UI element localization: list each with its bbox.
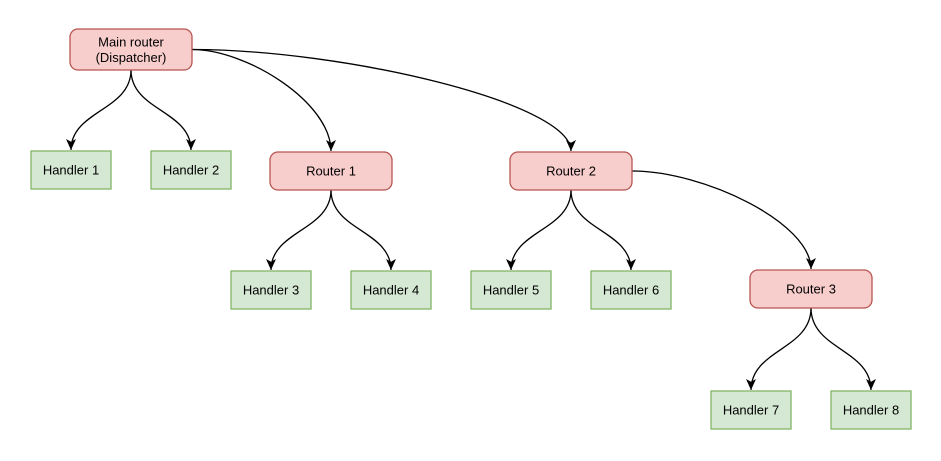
node-label-handler-7: Handler 7 (723, 403, 779, 418)
edge-router-3-to-handler-8 (810, 307, 876, 391)
edges-layer (66, 48, 876, 391)
handler-box[interactable] (150, 150, 232, 190)
handler-box[interactable] (590, 270, 672, 310)
nodes-layer: Main router(Dispatcher) Handler 1 Handler … (30, 28, 912, 430)
node-handler-3[interactable]: Handler 3 (230, 270, 312, 310)
edge-main-router-dispatcher-to-router-1 (191, 48, 336, 152)
node-handler-8[interactable]: Handler 8 (830, 390, 912, 430)
node-label-handler-5: Handler 5 (483, 283, 539, 298)
node-label-handler-1: Handler 1 (43, 163, 99, 178)
router-box[interactable] (269, 151, 393, 191)
handler-box[interactable] (830, 390, 912, 430)
node-label-handler-3: Handler 3 (243, 283, 299, 298)
node-label-handler-8: Handler 8 (843, 403, 899, 418)
node-router-2[interactable]: Router 2 (509, 151, 633, 191)
handler-box[interactable] (30, 150, 112, 190)
router-box[interactable] (509, 151, 633, 191)
node-handler-2[interactable]: Handler 2 (150, 150, 232, 190)
node-label-router-2: Router 2 (546, 164, 596, 179)
edge-router-2-to-router-3 (631, 170, 816, 270)
handler-box[interactable] (230, 270, 312, 310)
node-handler-6[interactable]: Handler 6 (590, 270, 672, 310)
edge-main-router-dispatcher-to-router-2 (191, 48, 576, 152)
node-label-handler-2: Handler 2 (163, 163, 219, 178)
edge-main-router-dispatcher-to-handler-1 (66, 69, 132, 151)
router-box[interactable] (69, 28, 193, 71)
node-handler-4[interactable]: Handler 4 (350, 270, 432, 310)
edge-router-1-to-handler-4 (330, 189, 396, 271)
node-label-handler-6: Handler 6 (603, 283, 659, 298)
node-handler-5[interactable]: Handler 5 (470, 270, 552, 310)
handler-box[interactable] (470, 270, 552, 310)
edge-router-3-to-handler-7 (746, 307, 812, 391)
node-label-router-3: Router 3 (786, 282, 836, 297)
node-handler-1[interactable]: Handler 1 (30, 150, 112, 190)
node-label-handler-4: Handler 4 (363, 283, 419, 298)
node-handler-7[interactable]: Handler 7 (710, 390, 792, 430)
node-main-router-dispatcher[interactable]: Main router(Dispatcher) (69, 28, 193, 71)
handler-box[interactable] (710, 390, 792, 430)
edge-router-2-to-handler-5 (506, 189, 572, 271)
edge-router-2-to-handler-6 (570, 189, 636, 271)
node-label-router-1: Router 1 (306, 164, 356, 179)
edge-main-router-dispatcher-to-handler-2 (130, 69, 196, 151)
edge-router-1-to-handler-3 (266, 189, 332, 271)
node-router-1[interactable]: Router 1 (269, 151, 393, 191)
node-label-main-router-dispatcher: Main router(Dispatcher) (96, 34, 167, 65)
router-box[interactable] (749, 269, 873, 309)
node-router-3[interactable]: Router 3 (749, 269, 873, 309)
handler-box[interactable] (350, 270, 432, 310)
